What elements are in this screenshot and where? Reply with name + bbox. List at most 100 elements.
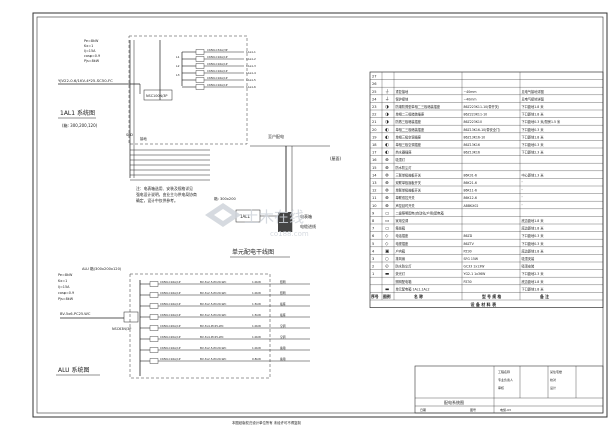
legend-symbol-icon: ⊗ [385,196,389,201]
title-block-cells: 工程名称某住宅楼专业负责人校对审核设计 [498,369,562,390]
legend-note: 下口距地0.3 米 [522,142,545,147]
legend-symbol-icon: ◐ [385,135,389,140]
legend-symbol-icon: ⊗ [385,173,389,178]
alu-breaker-label: C65N-C16A/1P [160,313,181,317]
legend-no: 6 [372,234,375,238]
spd-label: SPD [126,133,133,137]
alu-param-line: cosφ=0.9 [58,291,74,295]
legend-symbol-icon: ◇ [385,242,389,247]
alu-load-label: 1.0kW [252,324,261,328]
legend-name: 防水防尘灯 [396,165,413,170]
legend-no: 23 [372,105,377,109]
legend-no: 14 [372,173,377,177]
alu-cable-label: BV-3x4-PC25-WC [200,335,224,339]
alu-breaker-label: C65N-C16A/1P [160,357,181,361]
alu-load-label: 0.8kW [252,357,261,361]
legend-note: 下口距地1.8 米 [522,112,545,117]
phase-label: L3 [176,73,180,77]
legend-symbol-icon: ◇ [385,234,389,239]
alu-use-label: 空调 [280,324,286,328]
alu-cable-label: BV-3x2.5-PC20-WC [200,280,226,284]
panel-1al1-box [128,35,248,145]
legend-name: 三联单极翘板开关 [396,172,422,177]
legend-note: 下口距地2.3 米 [522,150,545,155]
legend-symbol-icon: ▭ [385,219,389,224]
legend-spec: 86ZTV [464,242,475,246]
alu-breaker-label: C65N-C20A/1P [160,335,181,339]
alu-param-line: Kx=1 [58,279,67,283]
bottom-caption: 本图纸版权归设计单位所有 未经许可不得复制 [232,420,301,425]
legend-no: 3 [372,257,374,261]
legend-name: 二级照明配电(自动化/户用)配电箱 [396,210,445,215]
legend-spec: SFG 15W [464,257,479,261]
title-block-cell: 设计 [550,385,556,390]
watermark-text: 土木在线 [244,208,304,226]
legend-spec: PZ30 [464,249,472,253]
param-line: Pjs=8kW [84,59,100,63]
feeder-breaker-label: C65N-C16A/1P [207,76,228,80]
feeder-label: 1AL1-5 [246,78,256,82]
legend-note: 底边距地1.8 米 [522,226,545,231]
legend-name: 单相二三极暗装插座 [396,112,425,117]
legend-symbol-icon: ◑ [385,120,389,125]
legend-symbol-icon: ▭ [385,227,389,232]
legend-spec: 86K31-6 [464,173,477,177]
legend-no: 18 [372,143,377,147]
legend-footer: 设 备 材 料 表 [471,301,497,307]
legend-no: 22 [372,113,377,117]
legend-no: 5 [372,242,374,246]
legend-note: 下口距地0.3 米 [522,233,545,238]
legend-symbol-icon: ▬ [385,272,389,277]
alu-use-label: 插座 [280,302,286,306]
legend-header-spec: 型 号 规 格 [482,294,501,299]
legend-note: 下口距地2.3 米 [522,271,545,276]
legend-name: 电视插座 [396,241,410,246]
legend-name: 荧光灯 [396,271,406,276]
legend-note: 下口距地1.8 米 [522,104,545,109]
alu-circuits: C65N-C16A/1P BV-3x2.5-PC20-WC 1.0kW 照明 C65N-… [140,280,310,364]
alu-cable-label: BV-3x2.5-PC20-WC [200,346,226,350]
legend-note: 吸顶安装 [522,256,536,261]
alu-use-label: 插座 [280,313,286,317]
legend-name: 防溅三极暗装插座 [396,119,422,124]
legend-note: ″ [522,189,524,193]
note-line: 注：电表箱选用、安装及规格详见 [136,186,193,191]
legend-symbol-icon: ◑ [385,113,389,118]
alu-top-label: ALU 箱(300x200x120) [82,266,122,271]
legend-note: 底边距地1.8 米 [522,279,545,284]
legend-header-sym: 图例 [383,294,391,299]
legend-note: 底边距地1.8 米 [522,218,545,223]
legend-spec: ~40mm [464,97,477,101]
legend-spec: 86Z223K11-10 [464,113,488,117]
legend-note: ″ [522,204,524,208]
alu-title: ALU 系统图 [58,366,89,374]
legend-symbol-icon: ⊙ [385,265,389,270]
alu-load-label: 1.0kW [252,291,261,295]
legend-note: 底边距地1.8 米 [522,248,545,253]
alu-use-label: 照明 [280,280,286,284]
title-block-cell: 审核 [498,385,504,390]
legend-name: 家用空调 [396,218,409,223]
alu-breaker-label: C65N-C16A/1P [160,280,181,284]
alu-breaker-label: C65N-C16A/1P [160,302,181,306]
legend-symbol-icon: ◐ [385,128,389,133]
alu-use-label: 空调 [280,335,286,339]
feeder-breaker-label: C65N-C16A/1P [207,69,228,73]
legend-note: ″ [522,181,524,185]
branch-lines [130,149,210,181]
param-line: Ij=15A [84,49,96,53]
alu-use-label: 照明 [280,291,286,295]
alu-param-line: Pjs=8kW [58,297,74,301]
legend-name: 排风扇 [396,256,406,261]
feeder-breaker-label: C65N-C32A/3P [207,48,228,52]
main-breaker [143,89,173,101]
ground-label: 接地 [140,136,147,141]
alu-breaker-label: C65N-C16A/1P [160,291,181,295]
panel-1al1-dim: (箱: 300,200,120) [62,122,98,128]
incoming-cable-label: YJV22-0.6/1KV-4*25-SC50-FC [58,78,113,83]
legend-name: 照明配电箱 [396,279,413,284]
feeder-label: 1AL1-4 [246,71,256,75]
phase-label: L2 [176,64,180,68]
